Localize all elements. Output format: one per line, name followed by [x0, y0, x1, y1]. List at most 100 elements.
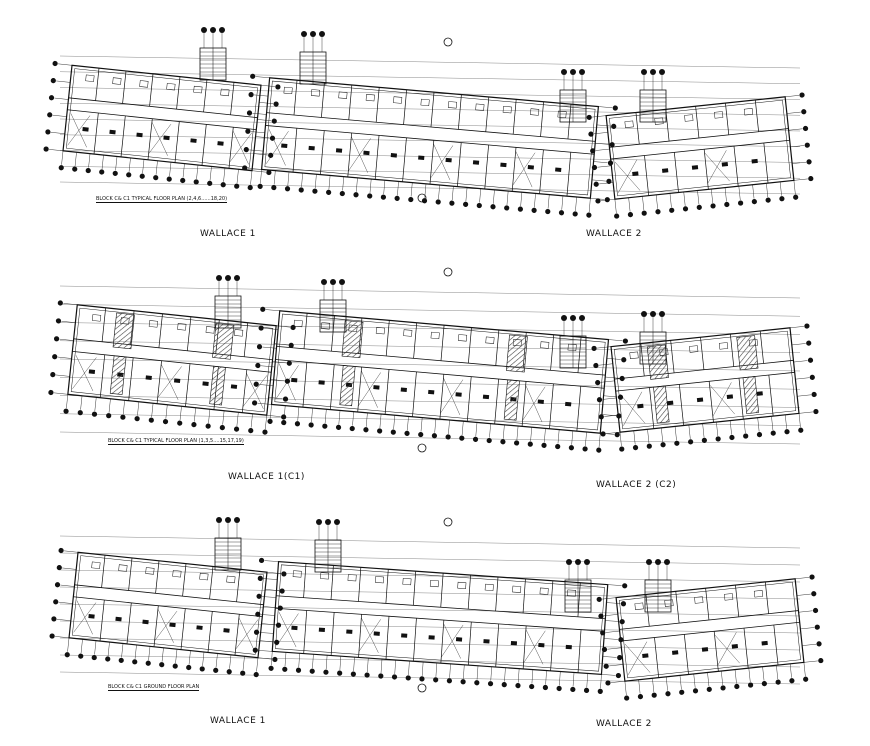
fixture	[234, 329, 244, 337]
axis-tick	[182, 163, 185, 178]
axis-bubble	[612, 105, 618, 111]
axis-bubble	[153, 175, 159, 181]
axis-bubble	[257, 183, 263, 189]
inner-wall	[264, 80, 596, 196]
axis-tick	[270, 404, 272, 419]
axis-bubble	[621, 357, 627, 363]
axis-tick	[606, 431, 621, 434]
axis-bubble	[134, 416, 140, 422]
hatched-core	[736, 335, 759, 371]
partition	[153, 605, 159, 647]
axis-bubble	[85, 167, 91, 174]
room-diagonal	[73, 602, 97, 633]
axis-bubble	[234, 517, 240, 523]
axis-tick	[407, 416, 409, 431]
room-diagonal	[242, 375, 268, 407]
axis-tick	[229, 654, 232, 669]
axis-tick	[602, 656, 617, 658]
axis-bubble	[390, 429, 396, 435]
axis-bubble	[281, 414, 287, 420]
axis-bubble	[476, 202, 482, 209]
axis-bubble	[734, 683, 740, 690]
axis-tick	[59, 338, 74, 341]
axis-tick	[262, 346, 277, 349]
axis-bubble	[615, 672, 622, 679]
axis-tick	[588, 198, 591, 213]
fixture-label	[291, 625, 298, 631]
plan-caption-ground: BLOCK C& C1 GROUND FLOOR PLAN	[108, 684, 200, 691]
axis-bubble	[268, 152, 274, 158]
axis-bubble	[433, 677, 439, 683]
axis-bubble	[353, 192, 359, 198]
axis-bubble	[770, 430, 776, 436]
axis-tick	[776, 665, 779, 680]
fixture	[145, 567, 155, 575]
axis-tick	[88, 153, 91, 168]
axis-bubble	[404, 430, 410, 436]
axis-tick	[52, 114, 67, 117]
partition	[375, 87, 380, 123]
axis-bubble	[312, 188, 318, 194]
partition	[539, 149, 544, 194]
fixture	[714, 111, 724, 119]
axis-bubble	[799, 92, 805, 98]
axis-tick	[603, 614, 618, 617]
fixture-label	[82, 126, 89, 132]
axis-tick	[410, 182, 413, 197]
axis-bubble	[145, 660, 151, 666]
partition	[678, 384, 684, 426]
axis-tick	[624, 681, 627, 696]
axis-bubble	[408, 196, 414, 203]
axis-tick	[353, 657, 355, 672]
axis-bubble	[295, 667, 302, 673]
fixture	[193, 85, 203, 94]
axis-tick	[504, 667, 506, 682]
fixture-label	[726, 394, 734, 399]
fixture-label	[223, 628, 230, 633]
partition	[759, 330, 764, 364]
partition	[243, 322, 249, 357]
axis-bubble	[277, 605, 283, 611]
hatched-core	[112, 312, 135, 350]
reference-grid-line	[59, 377, 801, 390]
fixture-label	[701, 647, 709, 652]
axis-bubble	[377, 428, 383, 434]
partition	[321, 82, 325, 118]
axis-bubble	[603, 663, 609, 669]
axis-bubble	[78, 653, 84, 659]
axis-tick	[762, 666, 765, 681]
axis-tick	[108, 398, 111, 413]
room-diagonal	[72, 357, 97, 389]
axis-bubble	[579, 69, 585, 75]
fixture	[293, 319, 303, 328]
fixture-label	[445, 157, 452, 163]
axis-tick	[54, 97, 69, 100]
room-diagonal	[430, 145, 454, 179]
axis-bubble	[418, 431, 424, 438]
axis-bubble	[775, 679, 781, 685]
partition	[729, 334, 735, 367]
axis-bubble	[561, 315, 567, 321]
partition	[207, 611, 213, 653]
axis-bubble	[166, 176, 172, 182]
axis-tick	[633, 430, 636, 445]
axis-bubble	[696, 204, 702, 211]
axis-tick	[273, 170, 276, 185]
fixture-label	[731, 643, 739, 649]
corridor-wall	[73, 596, 263, 618]
axis-bubble	[751, 199, 757, 205]
axis-bubble	[804, 323, 810, 329]
fixture-label	[632, 171, 639, 177]
axis-bubble	[350, 671, 356, 677]
fixture-label	[346, 629, 353, 634]
fixture	[485, 336, 495, 344]
axis-bubble	[298, 187, 304, 193]
reference-bubble	[443, 37, 453, 47]
axis-tick	[421, 661, 424, 676]
axis-tick	[798, 610, 813, 613]
axis-tick	[196, 164, 199, 179]
axis-tick	[734, 669, 737, 684]
axis-bubble	[765, 197, 771, 203]
axis-tick	[242, 656, 245, 671]
axis-bubble	[172, 663, 178, 669]
